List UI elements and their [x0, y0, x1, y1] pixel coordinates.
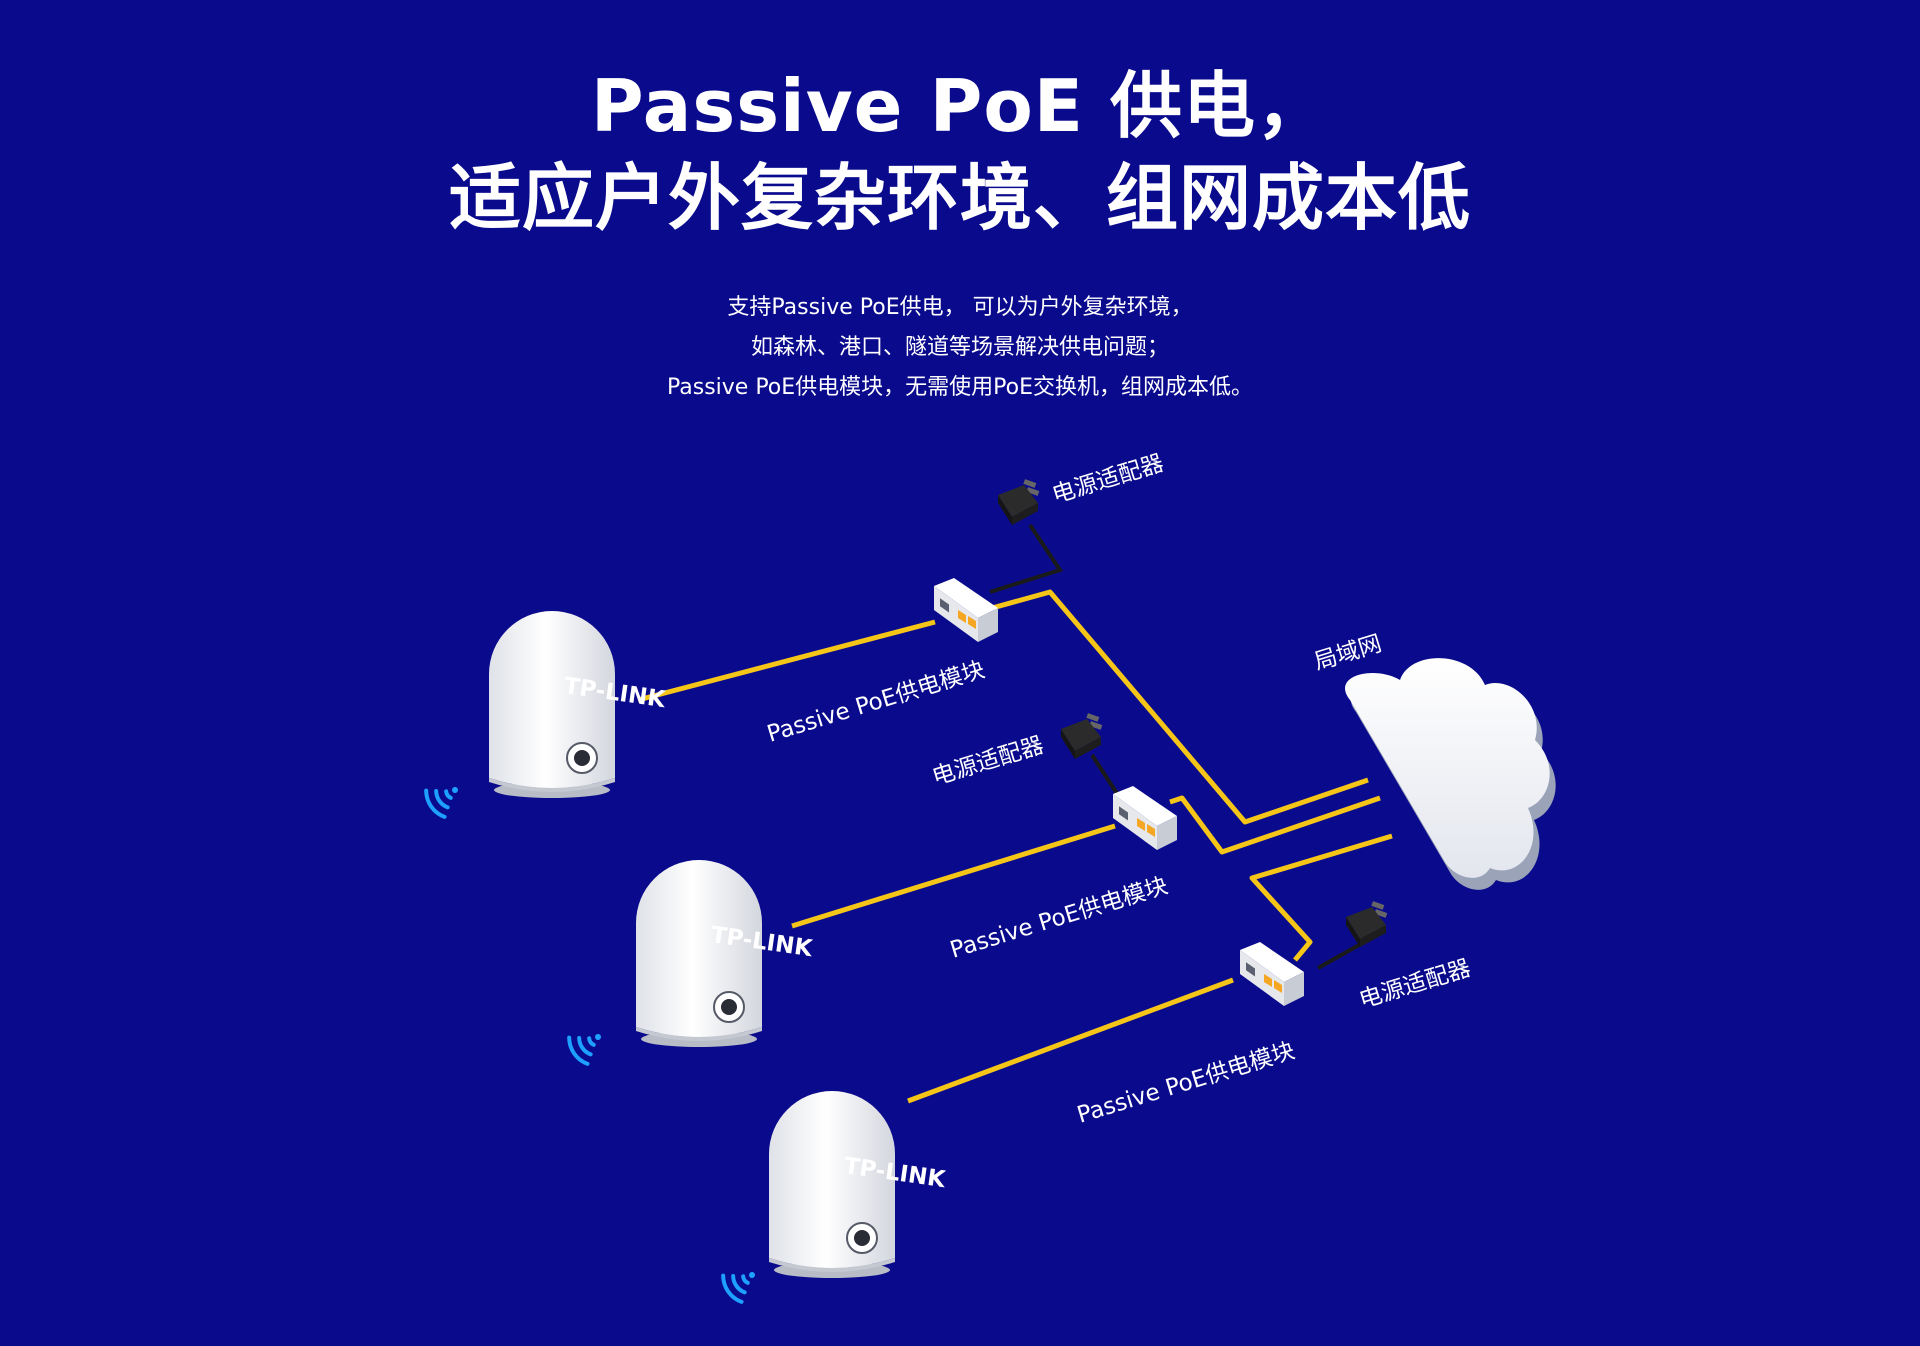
cable-camera-2 [791, 823, 1116, 929]
cable-module-2-lan [1169, 795, 1381, 855]
poe-module-icon [1113, 786, 1177, 850]
power-cable-2 [1090, 753, 1120, 797]
poe-module-icon [1240, 942, 1304, 1006]
cable-module-3-lan [1249, 833, 1393, 962]
lan-cloud [1345, 658, 1556, 890]
lan-label: 局域网 [1311, 631, 1385, 676]
cable-camera-3 [907, 977, 1234, 1104]
description-line-3: Passive PoE供电模块，无需使用PoE交换机，组网成本低。 [666, 375, 1254, 400]
cable-module-1-lan [984, 589, 1369, 825]
wifi-signal-icon [567, 1034, 601, 1066]
cable-camera-1 [637, 619, 936, 703]
headline: Passive PoE 供电， 适应户外复杂环境、组网成本低 [0, 60, 1920, 244]
module-label-3: Passive PoE供电模块 [1074, 1038, 1298, 1129]
wifi-signal-icon [721, 1272, 755, 1304]
adapter-label-3: 电源适配器 [1356, 955, 1474, 1013]
adapter-label-1: 电源适配器 [1049, 450, 1167, 508]
module-label-1: Passive PoE供电模块 [764, 657, 988, 748]
description-line-1: 支持Passive PoE供电， 可以为户外复杂环境， [727, 295, 1193, 320]
description-line-2: 如森林、港口、隧道等场景解决供电问题； [750, 335, 1169, 360]
headline-line-2: 适应户外复杂环境、组网成本低 [448, 156, 1471, 240]
cable-group [637, 589, 1393, 1104]
power-adapter-icon [998, 479, 1040, 525]
module-label-2: Passive PoE供电模块 [947, 873, 1171, 964]
wifi-signal-icon [424, 787, 458, 819]
adapter-label-2: 电源适配器 [929, 732, 1047, 790]
power-cable-1 [989, 523, 1064, 594]
poe-module-icon [934, 578, 998, 642]
camera-2: TP-LINK [635, 859, 815, 1047]
camera-1: TP-LINK [488, 610, 668, 798]
description: 支持Passive PoE供电， 可以为户外复杂环境， 如森林、港口、隧道等场景… [0, 288, 1920, 408]
power-adapter-icon [1061, 713, 1103, 759]
power-adapter-icon [1346, 901, 1388, 947]
camera-3: TP-LINK [768, 1090, 948, 1278]
headline-line-1: Passive PoE 供电， [590, 64, 1330, 148]
